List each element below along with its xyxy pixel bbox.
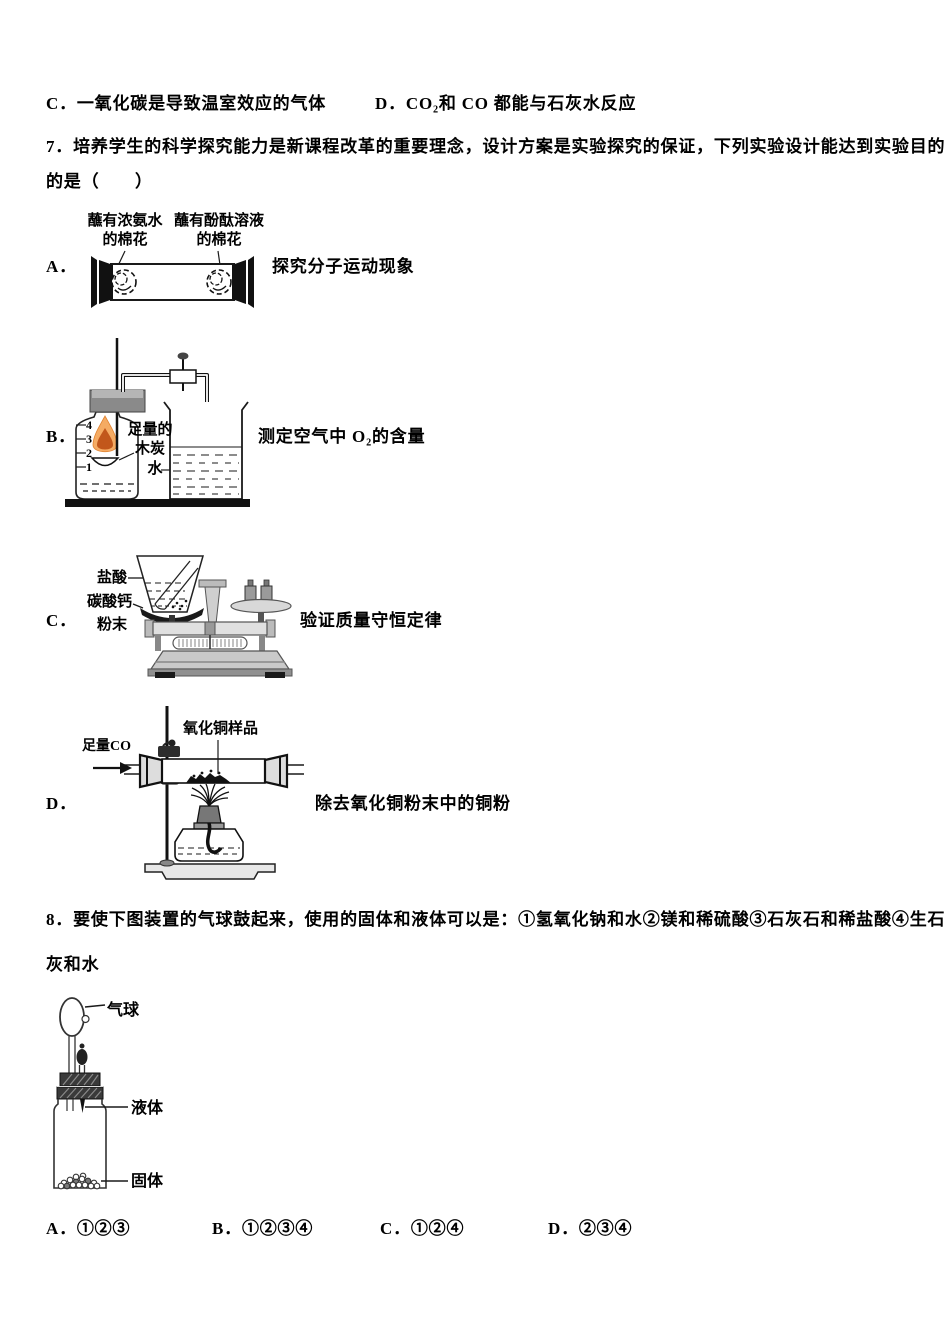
combustion-spoon: [90, 457, 120, 467]
lamp-cap: [196, 805, 222, 824]
label-cuo-sample: 氧化铜样品: [183, 721, 259, 737]
table-surface: [65, 499, 250, 507]
prev-option-d: D．CO₂和 CO 都能与石灰水反应: [375, 94, 637, 113]
stopcock-valve: [169, 352, 197, 391]
rubber-stopper: [56, 1072, 104, 1100]
clamp: [158, 746, 180, 757]
beaker: [163, 401, 249, 500]
q8-stem-line2: 灰和水: [46, 955, 100, 974]
weights: [244, 579, 273, 604]
left-pan: [140, 608, 204, 624]
lamp-flame: [190, 783, 230, 807]
bottle-stopper: [89, 389, 146, 413]
wick: [205, 822, 223, 854]
label-hydrochloric-acid: 盐酸: [97, 570, 128, 586]
test-tube: [154, 560, 199, 610]
q8-answer-a: A．①②③: [46, 1219, 131, 1238]
q7-option-b-desc: 测定空气中 O₂的含量: [258, 427, 426, 446]
q8-answer-c: C．①②④: [380, 1219, 465, 1238]
label-solid: 固体: [131, 1173, 164, 1190]
oxygen-content-diagram: [65, 338, 250, 507]
label-ammonia-cotton: 蘸有浓氨水 的棉花: [87, 213, 163, 248]
q8-answer-d: D．②③④: [548, 1219, 633, 1238]
q7-stem-line2: 的是（ ）: [46, 172, 153, 191]
q7-option-d-desc: 除去氧化铜粉末中的铜粉: [315, 794, 511, 813]
right-stopper: [263, 753, 289, 789]
right-pan: [230, 598, 292, 614]
q7-stem-line1: 7．培养学生的科学探究能力是新课程改革的重要理念，设计方案是实验探究的保证，下列…: [46, 137, 946, 156]
prev-option-c: C．一氧化碳是导致温室效应的气体: [46, 94, 327, 113]
balance-pillar: [204, 586, 221, 625]
q7-option-c-desc: 验证质量守恒定律: [300, 611, 443, 630]
label-calcium-carbonate: 碳酸钙: [87, 594, 133, 610]
cuo-powder: [186, 773, 231, 783]
label-powder: 粉末: [97, 617, 128, 633]
beaker-on-pan: [136, 555, 204, 613]
solid-particles: [57, 1172, 101, 1190]
label-charcoal: 足量的 木炭: [127, 422, 173, 457]
stand-base: [144, 863, 276, 880]
label-liquid: 液体: [131, 1100, 164, 1117]
q7-option-b-letter: B．: [46, 427, 76, 446]
q8-stem-line1: 8．要使下图装置的气球鼓起来，使用的固体和液体可以是：①氢氧化钠和水②镁和稀硫酸…: [46, 910, 946, 929]
balloon: [59, 997, 85, 1037]
mass-conservation-diagram: [128, 555, 293, 678]
dropper: [76, 1043, 88, 1073]
dropper-tip: [80, 1099, 85, 1113]
cotton-ball-left: [111, 269, 137, 295]
balance-base: [149, 650, 291, 670]
molecule-motion-diagram: [91, 250, 254, 308]
q7-option-a-desc: 探究分子运动现象: [272, 257, 415, 276]
q7-option-d-letter: D．: [46, 794, 77, 813]
tube-right-stopper: [232, 260, 246, 304]
q8-answer-b: B．①②③④: [212, 1219, 314, 1238]
balloon-flask-diagram: [53, 997, 128, 1190]
bottle-scale-numbers: 4 3 2 1: [86, 418, 92, 474]
copper-oxide-reduction-diagram: [93, 706, 304, 880]
q7-option-c-letter: C．: [46, 611, 77, 630]
label-phenolphthalein-cotton: 蘸有酚酞溶液 的棉花: [173, 213, 264, 248]
q7-option-a-letter: A．: [46, 257, 77, 276]
label-water: 水: [147, 461, 163, 477]
cotton-ball-right: [206, 269, 232, 295]
tube-left-stopper: [99, 260, 113, 304]
label-balloon: 气球: [107, 1002, 140, 1019]
left-stopper: [138, 753, 164, 789]
label-co-gas: 足量CO: [82, 739, 131, 754]
flame: [92, 415, 118, 453]
